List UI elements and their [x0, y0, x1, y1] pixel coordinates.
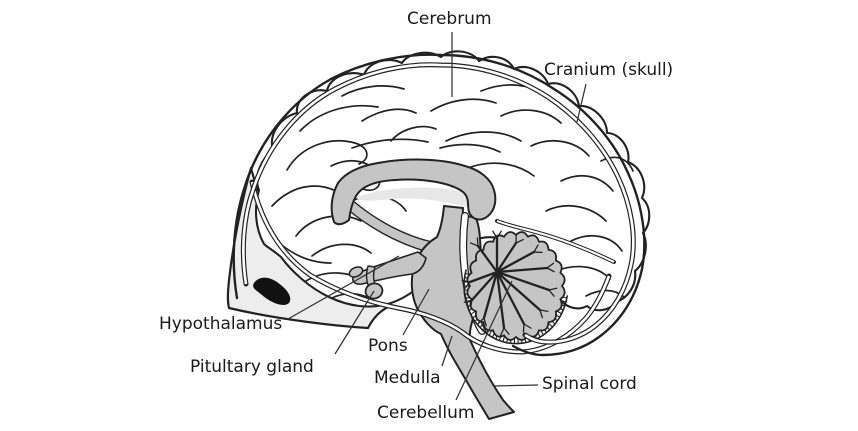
label-spinal-cord: Spinal cord	[542, 374, 637, 394]
label-pituitary: Pitultary gland	[190, 357, 314, 377]
skull-base-lines	[249, 179, 616, 355]
leader-lines	[287, 32, 587, 401]
label-hypothalamus: Hypothalamus	[159, 314, 283, 334]
label-cerebrum: Cerebrum	[407, 9, 492, 29]
label-pons: Pons	[368, 336, 408, 356]
brainstem	[345, 199, 515, 420]
optic-chiasm	[348, 266, 364, 278]
cerebellum-shape	[461, 230, 568, 345]
leader-pons	[402, 288, 430, 336]
leader-cranium	[576, 83, 587, 123]
cranium-outline	[232, 53, 646, 357]
leader-medulla	[441, 335, 453, 367]
label-cranium: Cranium (skull)	[544, 60, 674, 80]
label-cerebellum: Cerebellum	[377, 403, 475, 423]
label-medulla: Medulla	[374, 368, 441, 388]
corpus-callosum	[330, 158, 497, 226]
leader-hypothalamus	[287, 255, 400, 320]
leader-pituitary	[334, 290, 375, 355]
leader-cerebellum	[455, 280, 513, 401]
sinus-blob	[253, 277, 291, 306]
leader-spinal-cord	[493, 384, 539, 387]
